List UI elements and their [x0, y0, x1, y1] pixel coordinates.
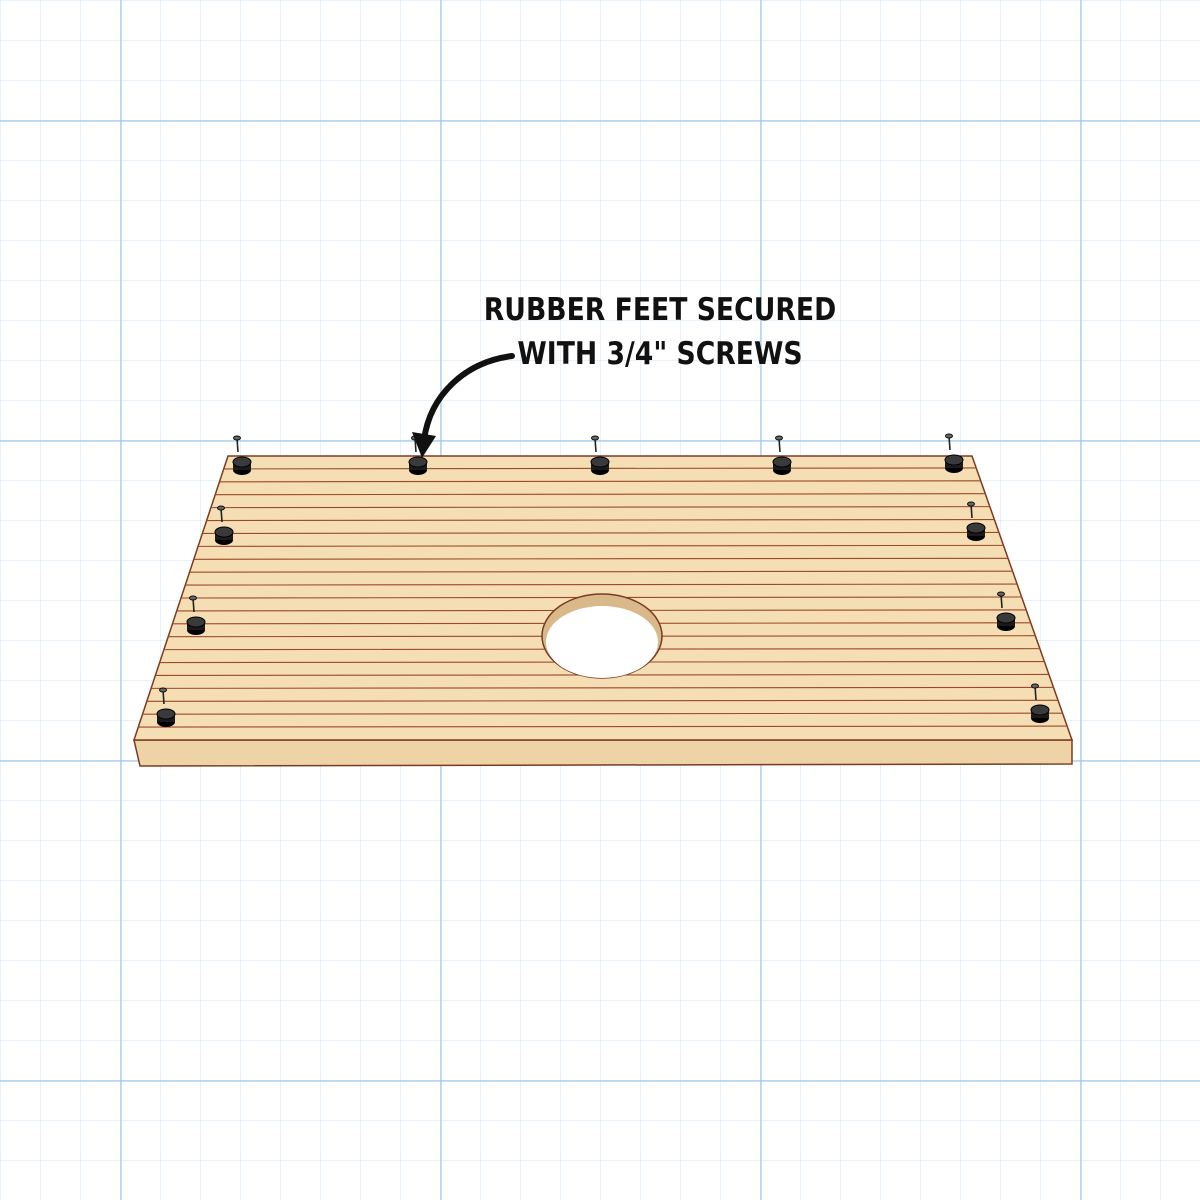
callout-label: RUBBER FEET SECURED WITH 3/4" SCREWS — [471, 288, 849, 376]
screw — [1031, 683, 1039, 701]
rubber-foot — [232, 456, 252, 475]
plank-seam — [206, 518, 995, 522]
screw-head — [217, 505, 225, 511]
rubber-foot — [966, 522, 986, 541]
rubber-foot-top — [156, 708, 176, 720]
screw — [591, 435, 599, 453]
screw-head — [591, 435, 599, 441]
screw-head — [189, 595, 197, 601]
screw — [159, 687, 167, 705]
rubber-foot — [408, 456, 428, 475]
plank-seam — [202, 531, 1000, 535]
screw-head — [159, 687, 167, 693]
rubber-foot-top — [1030, 704, 1050, 716]
rubber-foot-top — [186, 616, 206, 628]
plank-seam — [138, 725, 1068, 728]
screw-head — [233, 435, 241, 441]
rubber-feet-group — [156, 454, 1050, 727]
screw-head — [945, 433, 953, 439]
plank-seam — [193, 557, 1009, 560]
rubber-foot-top — [590, 456, 610, 468]
tabletop-board — [132, 455, 1074, 767]
arrow-shaft — [421, 353, 515, 443]
plank-seam — [151, 686, 1054, 689]
rubber-foot-top — [944, 454, 964, 466]
screw-head — [967, 501, 975, 507]
rubber-foot-top — [214, 526, 234, 538]
plank-seam — [146, 699, 1059, 702]
rubber-foot — [944, 454, 964, 473]
callout-arrow — [412, 353, 515, 458]
screw-head — [1031, 683, 1039, 689]
screw — [217, 505, 225, 523]
plank-seam — [198, 544, 1004, 547]
plank-seam — [189, 570, 1013, 573]
plank-seam — [142, 712, 1063, 715]
plank-seam — [210, 506, 991, 509]
screw-head — [775, 435, 783, 441]
callout-line-2: WITH 3/4" SCREWS — [517, 336, 803, 372]
rubber-foot — [186, 616, 206, 635]
plank-seam — [185, 583, 1018, 586]
rubber-foot — [156, 708, 176, 727]
screw — [233, 435, 241, 453]
rubber-foot-top — [232, 456, 252, 468]
hole-opening — [546, 606, 658, 678]
board-front-edge — [133, 739, 1073, 767]
rubber-foot-top — [966, 522, 986, 534]
rubber-foot — [772, 456, 792, 475]
screw — [967, 501, 975, 519]
screw — [945, 433, 953, 451]
screw-head — [997, 591, 1005, 597]
center-hole — [541, 593, 663, 679]
screws-group — [159, 433, 1039, 705]
rubber-foot-top — [996, 612, 1016, 624]
callout-line-1: RUBBER FEET SECURED — [483, 292, 837, 328]
rubber-foot — [590, 456, 610, 475]
rubber-foot-top — [408, 456, 428, 468]
rubber-foot-top — [772, 456, 792, 468]
screw — [775, 435, 783, 453]
screw — [189, 595, 197, 613]
rubber-foot — [214, 526, 234, 545]
rubber-foot — [996, 612, 1016, 631]
plank-seam — [219, 480, 982, 483]
rubber-foot — [1030, 704, 1050, 723]
arrow-head — [412, 432, 436, 458]
plank-seam — [215, 493, 986, 496]
screw — [997, 591, 1005, 609]
